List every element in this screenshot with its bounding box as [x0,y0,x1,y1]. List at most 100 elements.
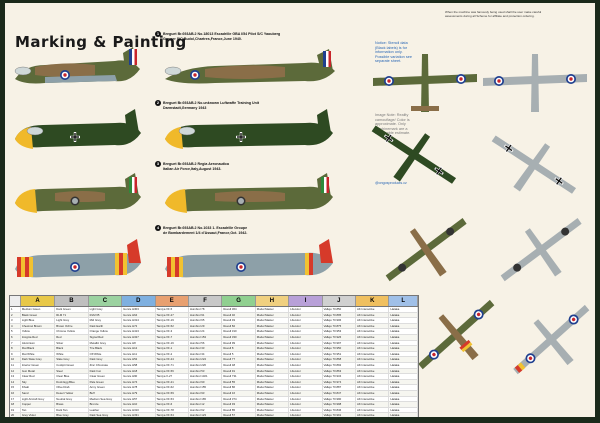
table-cell: Model Master [256,346,290,351]
table-cell: Vallejo 70.934 [323,374,357,379]
table-cell: AK Interactive [356,318,390,323]
table-cell: Insignia Red [21,334,56,340]
table-cell: 13 [10,374,21,379]
table-cell: Revell 48 [222,362,256,368]
table-cell: Lifecolor [289,307,323,312]
top-right-note-line: When the machine was famously being used… [445,10,542,14]
table-cell: AK Interactive [356,329,390,334]
table-cell: Neutral Grey [55,396,89,402]
table-cell: Revell 86 [222,385,256,390]
table-cell: Brown Ochre [55,323,89,329]
table-cell: Model Master [256,307,290,312]
table-cell: Revell 330 [222,334,256,340]
profile-4-number: 4 [155,225,161,231]
profile-2-aircraft [15,109,333,149]
table-cell: Orange Yellow [89,329,123,334]
table-cell: Dark Iron [89,368,123,374]
table-header-cell: J [322,296,357,306]
top-view-3-underside [500,218,582,282]
table-cell: Gunze H57 [122,396,156,402]
table-cell: Hataka [389,312,418,318]
table-cell: Clear Blue [55,374,89,379]
website-text: @ongosproducts.cz [375,181,407,185]
table-cell: Humbrol 91 [189,312,223,318]
table-cell: Humbrol 12 [189,402,223,407]
profile-4-aircraft [15,239,333,278]
table-cell: Signal Red [89,334,123,340]
table-cell: Vallejo 70.846 [323,407,357,413]
table-cell: Hataka [389,346,418,351]
profile-2-line2: Darmstadt,Germany 1943 [163,106,207,110]
top-view-4 [418,299,495,370]
table-cell: Model Master [256,318,290,323]
table-cell: Model Master [256,374,290,379]
table-cell: AK Interactive [356,312,390,318]
table-cell: Black Green [21,312,56,318]
table-cell: AK Interactive [356,346,390,351]
table-cell: Hataka [389,340,418,346]
table-cell: Revell 310 [222,329,256,334]
table-cell: 3 [10,318,21,323]
table-cell: Olive Drab [55,385,89,390]
table-header-cell [10,296,21,306]
table-cell: AK Interactive [356,374,390,379]
table-cell: Lifecolor [289,379,323,385]
top-view-1 [373,54,477,112]
color-note-line: camouflage/ Color is [375,117,410,122]
table-cell: 15 [10,385,21,390]
table-cell: Mid Grey [89,318,123,323]
table-cell: Gunze H74 [122,379,156,385]
table-cell: Grey Violet [21,413,56,417]
table-cell: Hataka [389,402,418,407]
table-cell: Lifecolor [289,318,323,323]
table-cell: Light Blue [21,318,56,323]
table-cell: Humbrol 78 [189,307,223,312]
table-cell: Hataka [389,323,418,329]
profile-3-aircraft [15,173,333,213]
top-view-3 [385,218,467,282]
table-cell: Sand [21,390,56,396]
table-cell: Humbrol 53 [189,368,223,374]
table-cell: Lifecolor [289,329,323,334]
table-cell: Hataka [389,329,418,334]
table-cell: Humbrol 24 [189,329,223,334]
table-cell: Model Master [256,368,290,374]
table-header-cell: F [188,296,223,306]
table-cell: Yellow [21,329,56,334]
table-cell: White [55,351,89,357]
table-cell: Humbrol 93 [189,390,223,396]
table-cell: Brass [55,402,89,407]
table-cell: Dark Green [55,307,89,312]
stencil-note-line: Possible variation see [375,54,412,59]
table-cell: Lifecolor [289,385,323,390]
table-cell: Clear Green [89,374,123,379]
color-note-line: Image Note: Reality [375,113,409,117]
table-cell: Gunze H11 [122,351,156,357]
table-cell: Vallejo 70.892 [323,362,357,368]
table-cell: Vallejo 70.991 [323,413,357,417]
table-cell: Humbrol 65 [189,318,223,323]
profile-4-line2: de Bombardement 1/4 d'Assaut,France,Oct.… [163,231,248,235]
table-cell: Humbrol 123 [189,413,223,417]
table-cell: Metallic Grey [89,340,123,346]
table-cell: Gunze H331 [122,413,156,417]
table-cell: 14 [10,379,21,385]
table-cell: Humbrol 224 [189,357,223,362]
table-cell: Gunze H18 [122,368,156,374]
table-cell: Tamiya XF-53 [156,396,189,402]
table-cell: Hataka [389,385,418,390]
table-cell: Hataka [389,413,418,417]
table-cell: Revell 82 [222,323,256,329]
table-cell: Revell 93 [222,402,256,407]
table-cell: Tamiya XF-62 [156,385,189,390]
table-header-cell: I [289,296,323,306]
